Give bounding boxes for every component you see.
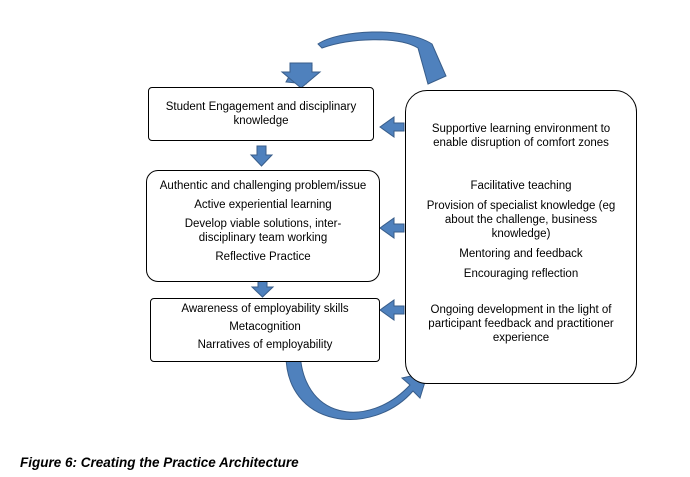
- engagement-text: Student Engagement and disciplinary know…: [165, 101, 357, 127]
- support-line-6: Ongoing development in the light of part…: [428, 304, 614, 344]
- authentic-line-1: Authentic and challenging problem/issue: [159, 180, 367, 192]
- top-down-arrowhead: [280, 62, 322, 89]
- support-line-4: Mentoring and feedback: [459, 248, 583, 260]
- employability-awareness-box: Awareness of employability skills Metaco…: [150, 298, 380, 362]
- down-arrow-1: [249, 145, 274, 167]
- left-arrow-1: [379, 116, 405, 138]
- support-line-5: Encouraging reflection: [463, 268, 579, 280]
- authentic-line-2: Active experiential learning: [194, 199, 332, 211]
- awareness-line-3: Narratives of employability: [197, 339, 333, 351]
- support-line-2: Facilitative teaching: [470, 180, 572, 192]
- top-arc-arrow: [285, 31, 447, 85]
- left-arrow-2: [379, 217, 405, 239]
- supportive-environment-box: Supportive learning environment to enabl…: [405, 90, 637, 384]
- student-engagement-box: Student Engagement and disciplinary know…: [148, 87, 374, 141]
- left-arrow-3: [379, 299, 405, 321]
- authentic-learning-box: Authentic and challenging problem/issue …: [146, 170, 380, 282]
- support-line-3: Provision of specialist knowledge (eg ab…: [426, 200, 616, 240]
- authentic-line-3: Develop viable solutions, inter- discipl…: [184, 218, 342, 244]
- figure-caption: Figure 6: Creating the Practice Architec…: [20, 455, 299, 470]
- authentic-line-4: Reflective Practice: [215, 251, 311, 263]
- awareness-line-1: Awareness of employability skills: [181, 303, 349, 315]
- awareness-line-2: Metacognition: [229, 321, 301, 333]
- support-line-1: Supportive learning environment to enabl…: [431, 123, 611, 149]
- down-arrow-2: [250, 279, 275, 298]
